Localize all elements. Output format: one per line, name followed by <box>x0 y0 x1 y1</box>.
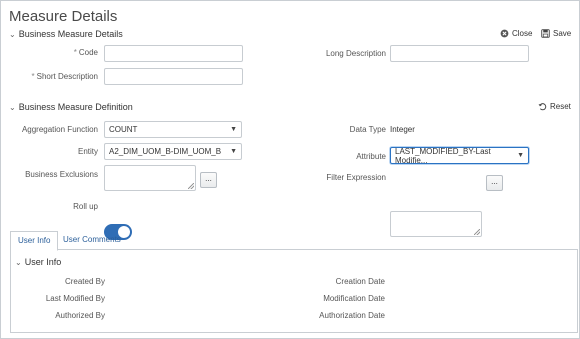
resize-grip-icon[interactable] <box>474 229 480 235</box>
last-modified-by-label: Last Modified By <box>45 294 105 303</box>
caret-down-icon: ▼ <box>517 152 524 159</box>
long-description-label: Long Description <box>325 49 386 58</box>
long-description-input[interactable] <box>390 45 529 62</box>
entity-label: Entity <box>77 147 98 156</box>
user-info-header[interactable]: ⌄ User Info <box>15 257 61 267</box>
modification-date-label: Modification Date <box>323 294 385 303</box>
close-label: Close <box>512 29 533 38</box>
business-measure-definition-header[interactable]: ⌄ Business Measure Definition <box>9 102 133 112</box>
aggregation-function-value: COUNT <box>109 125 138 134</box>
page-title: Measure Details <box>9 8 118 25</box>
toggle-knob <box>118 226 130 238</box>
chevron-down-icon: ⌄ <box>9 102 16 112</box>
business-exclusions-textarea[interactable] <box>104 165 196 191</box>
attribute-label: Attribute <box>356 152 386 161</box>
business-exclusions-label: Business Exclusions <box>25 170 98 179</box>
data-type-label: Data Type <box>349 125 386 134</box>
short-description-input[interactable] <box>104 68 243 85</box>
save-button[interactable]: Save <box>541 29 571 38</box>
attribute-value: LAST_MODIFIED_BY-Last Modifie... <box>395 146 491 165</box>
aggregation-function-select[interactable]: COUNT ▼ <box>104 121 242 138</box>
created-by-label: Created By <box>64 277 105 286</box>
attribute-select[interactable]: LAST_MODIFIED_BY-Last Modifie... ▼ <box>390 146 529 165</box>
business-measure-details-title: Business Measure Details <box>18 29 123 39</box>
entity-select[interactable]: A2_DIM_UOM_B-DIM_UOM_B ▼ <box>104 143 242 160</box>
entity-value: A2_DIM_UOM_B-DIM_UOM_B <box>109 147 222 156</box>
business-exclusions-browse-button[interactable]: ... <box>200 172 217 188</box>
code-label: *Code <box>73 48 98 57</box>
save-label: Save <box>553 29 572 38</box>
required-marker: * <box>31 72 35 81</box>
tab-bar: User Info User Comments <box>10 231 578 251</box>
chevron-down-icon: ⌄ <box>9 29 16 39</box>
rollup-toggle[interactable] <box>104 224 132 240</box>
required-marker: * <box>73 48 77 57</box>
business-measure-definition-title: Business Measure Definition <box>18 102 133 112</box>
tab-user-comments[interactable]: User Comments <box>63 235 121 244</box>
caret-down-icon: ▼ <box>230 126 237 133</box>
filter-expression-textarea[interactable] <box>390 211 482 237</box>
authorized-by-label: Authorized By <box>55 311 105 320</box>
authorization-date-label: Authorization Date <box>319 311 385 320</box>
creation-date-label: Creation Date <box>335 277 385 286</box>
resize-grip-icon[interactable] <box>188 183 194 189</box>
reset-button[interactable]: Reset <box>538 102 571 111</box>
chevron-down-icon: ⌄ <box>15 257 22 267</box>
caret-down-icon: ▼ <box>230 148 237 155</box>
save-icon <box>541 29 550 38</box>
code-input[interactable] <box>104 45 243 62</box>
user-info-panel: ⌄ User Info Created By Last Modified By … <box>10 249 578 333</box>
close-icon <box>500 29 509 38</box>
rollup-label: Roll up <box>73 202 98 211</box>
data-type-value: Integer <box>390 125 415 134</box>
reset-label: Reset <box>550 102 571 111</box>
filter-expression-label: Filter Expression <box>326 173 386 182</box>
tab-user-info[interactable]: User Info <box>10 231 59 251</box>
close-button[interactable]: Close <box>500 29 532 38</box>
short-description-label: *Short Description <box>31 72 98 81</box>
business-measure-details-header[interactable]: ⌄ Business Measure Details <box>9 29 123 39</box>
user-info-title: User Info <box>24 257 62 267</box>
aggregation-function-label: Aggregation Function <box>21 125 98 134</box>
reset-icon <box>538 103 547 111</box>
filter-expression-browse-button[interactable]: ... <box>486 175 503 191</box>
